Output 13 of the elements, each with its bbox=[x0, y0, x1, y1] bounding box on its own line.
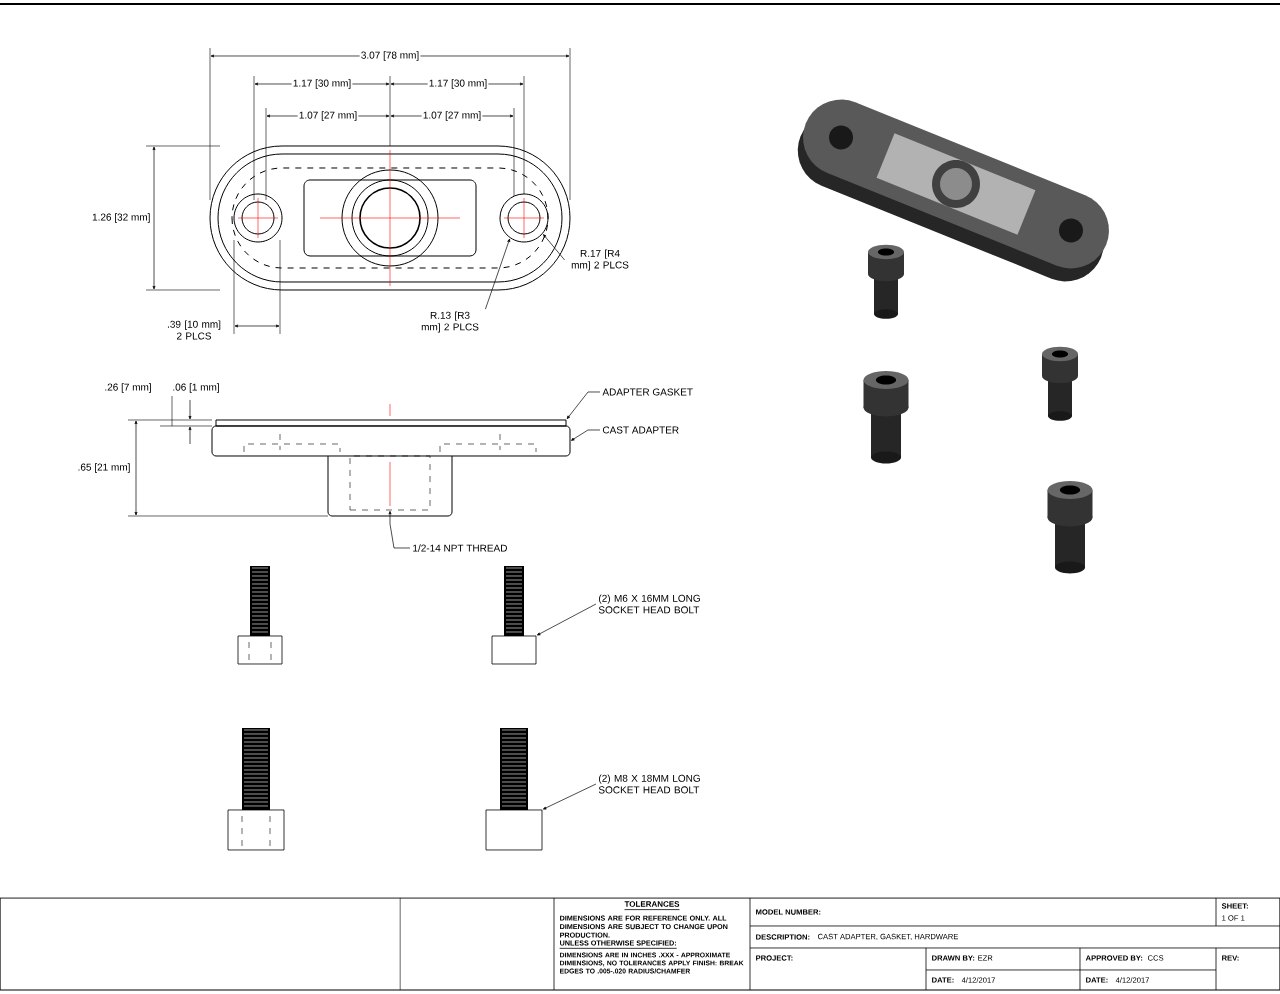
bolt-drawing bbox=[491, 566, 537, 665]
leader-line bbox=[566, 391, 601, 420]
adapter-flange-drawing bbox=[211, 425, 571, 457]
leader-line bbox=[543, 234, 565, 261]
thread-bore bbox=[349, 455, 431, 511]
leader-line bbox=[388, 510, 411, 549]
mounting-hole bbox=[499, 193, 549, 243]
gasket-drawing bbox=[215, 419, 567, 427]
leader-line bbox=[536, 603, 597, 636]
leader-line bbox=[542, 783, 597, 810]
leader-line bbox=[571, 429, 601, 441]
leader-line bbox=[485, 238, 511, 310]
bolt-drawing bbox=[485, 728, 543, 851]
